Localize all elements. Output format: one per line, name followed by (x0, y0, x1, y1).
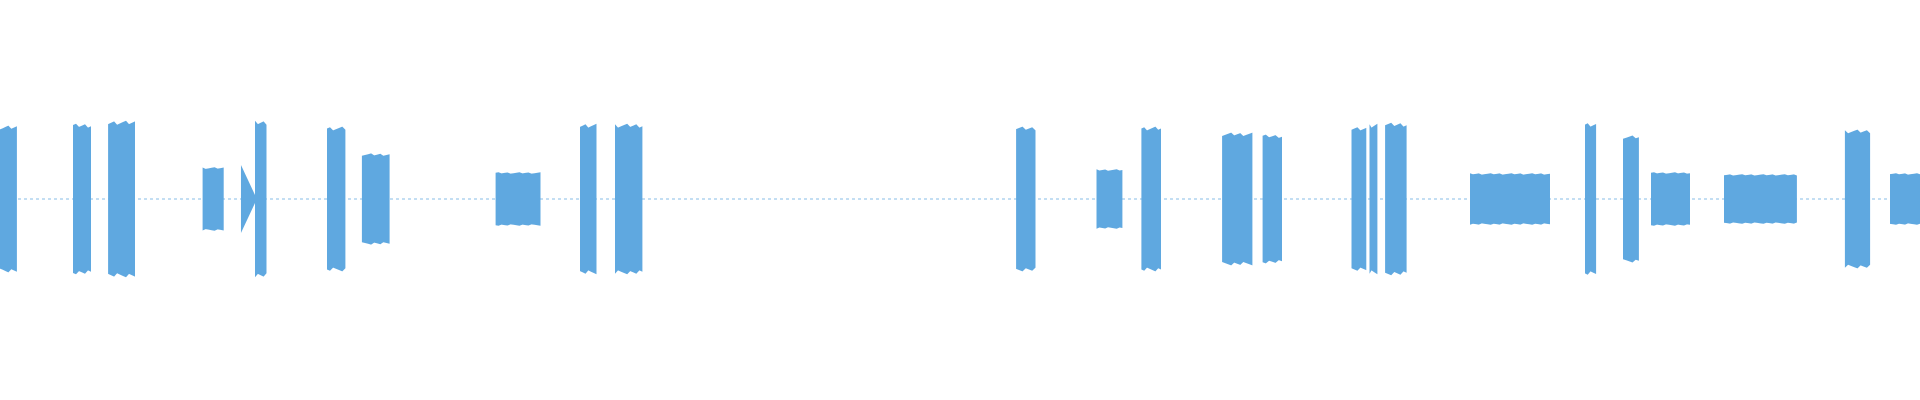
waveform-segment (1016, 126, 1036, 272)
waveform-segment (1585, 123, 1597, 275)
waveform-segment (1222, 132, 1253, 266)
waveform-segment (240, 165, 256, 233)
waveform-segment (1262, 134, 1282, 264)
waveform-segments (0, 120, 1920, 278)
waveform-segment (615, 123, 643, 275)
waveform-segment (1470, 173, 1550, 225)
waveform-segment (73, 123, 91, 275)
waveform-segment (1141, 126, 1161, 272)
waveform-segment (1890, 173, 1920, 225)
waveform-segment (108, 120, 135, 278)
waveform-segment (580, 123, 597, 275)
waveform-segment (495, 172, 541, 226)
waveform-segment (1623, 135, 1639, 263)
waveform-segment (1724, 174, 1797, 224)
waveform-segment (255, 120, 267, 278)
waveform-segment (1385, 122, 1407, 276)
waveform-segment (0, 125, 17, 273)
waveform-segment (1651, 172, 1690, 226)
waveform-segment (327, 126, 346, 272)
waveform-segment (1351, 127, 1367, 271)
waveform-segment (202, 167, 224, 231)
waveform-segment (1096, 169, 1123, 229)
waveform-segment (1369, 123, 1378, 275)
waveform-segment (361, 153, 390, 245)
waveform-segment (1844, 129, 1871, 269)
